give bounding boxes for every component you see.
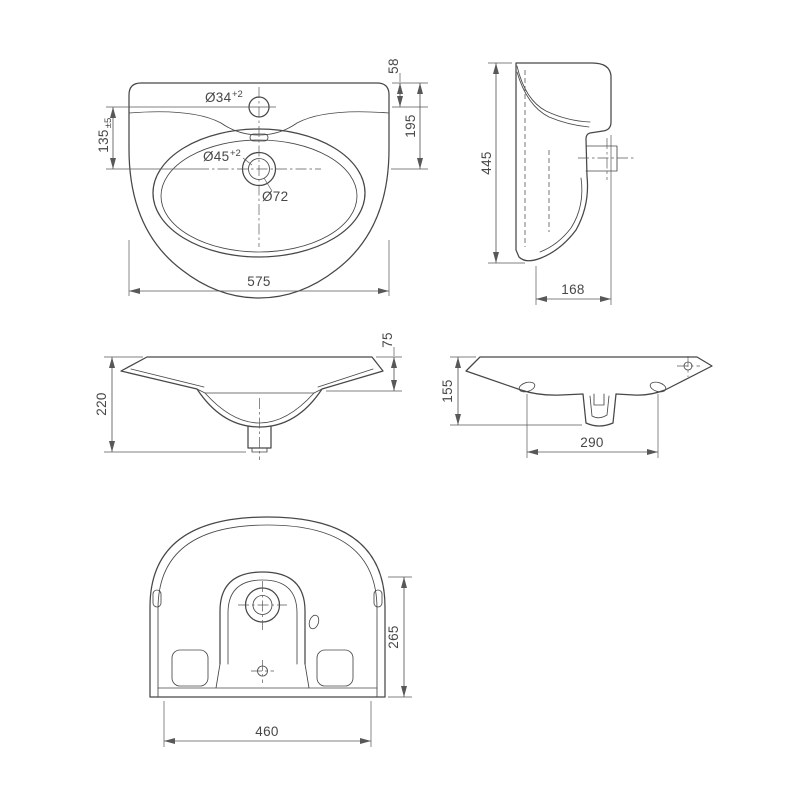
dim-195-text: 195 — [403, 114, 418, 137]
bottom-pedestal-side-right — [304, 663, 310, 689]
dim-168-text: 168 — [561, 282, 584, 297]
bottom-view: 265 460 — [149, 516, 412, 747]
bottom-pedestal-arch-outer — [219, 571, 306, 665]
bottom-side-slot-right — [373, 589, 383, 608]
label-tap-diameter: Ø34 — [205, 90, 232, 105]
underside-view: 155 290 — [440, 356, 713, 458]
dim-135-tolerance: ±5 — [103, 118, 114, 129]
plan-outline — [128, 82, 390, 299]
bottom-outer-arch — [149, 516, 386, 698]
bottom-pad-right — [316, 649, 354, 687]
label-drain-outer: Ø72 — [262, 189, 288, 204]
underside-outline — [465, 356, 713, 427]
side-fixing-bracket — [585, 145, 618, 172]
dim-135-text: 135 — [96, 129, 111, 152]
label-drain-tolerance: +2 — [230, 148, 241, 159]
dim-265-text: 265 — [386, 625, 401, 648]
dim-575-text: 575 — [247, 274, 270, 289]
bottom-inner-arch — [157, 524, 378, 698]
underside-tab-notch — [593, 393, 605, 406]
dim-460-text: 460 — [255, 724, 278, 739]
side-shroud-inner — [539, 177, 583, 253]
plan-leader-drain-outer — [263, 177, 273, 192]
plan-leader-drain — [242, 157, 253, 166]
label-drain-diameter: Ø45 — [203, 149, 229, 164]
plan-bowl-inner — [160, 139, 358, 253]
dim-75-text: 75 — [380, 332, 395, 348]
bottom-pedestal-side-left — [215, 663, 221, 689]
side-outline — [515, 62, 612, 262]
bottom-overflow-slot — [308, 614, 320, 630]
underside-hole-left — [518, 381, 536, 393]
front-outline — [120, 356, 384, 428]
front-shelf — [196, 388, 323, 394]
bottom-pad-left — [171, 649, 209, 687]
underside-tab-inner — [589, 395, 610, 419]
side-bowl-section — [516, 65, 591, 123]
side-rim-inner — [516, 71, 590, 128]
dim-155-text: 155 — [440, 379, 455, 402]
side-view: 445 168 — [479, 62, 636, 305]
dim-58-text: 58 — [386, 58, 401, 74]
front-rim-left — [130, 368, 205, 388]
front-rim-right — [317, 368, 374, 388]
front-view: 220 75 — [94, 332, 402, 460]
plan-view: Ø34 +2 135 ±5 Ø45 +2 Ø72 575 58 195 — [96, 58, 428, 299]
bottom-pedestal-arch-inner — [227, 579, 298, 665]
dim-445-text: 445 — [479, 151, 494, 174]
dim-220-text: 220 — [94, 392, 109, 415]
bottom-side-slot-left — [152, 589, 162, 608]
dim-290-text: 290 — [580, 435, 603, 450]
underside-hole-right — [649, 381, 667, 393]
label-tap-tolerance: +2 — [232, 89, 243, 100]
